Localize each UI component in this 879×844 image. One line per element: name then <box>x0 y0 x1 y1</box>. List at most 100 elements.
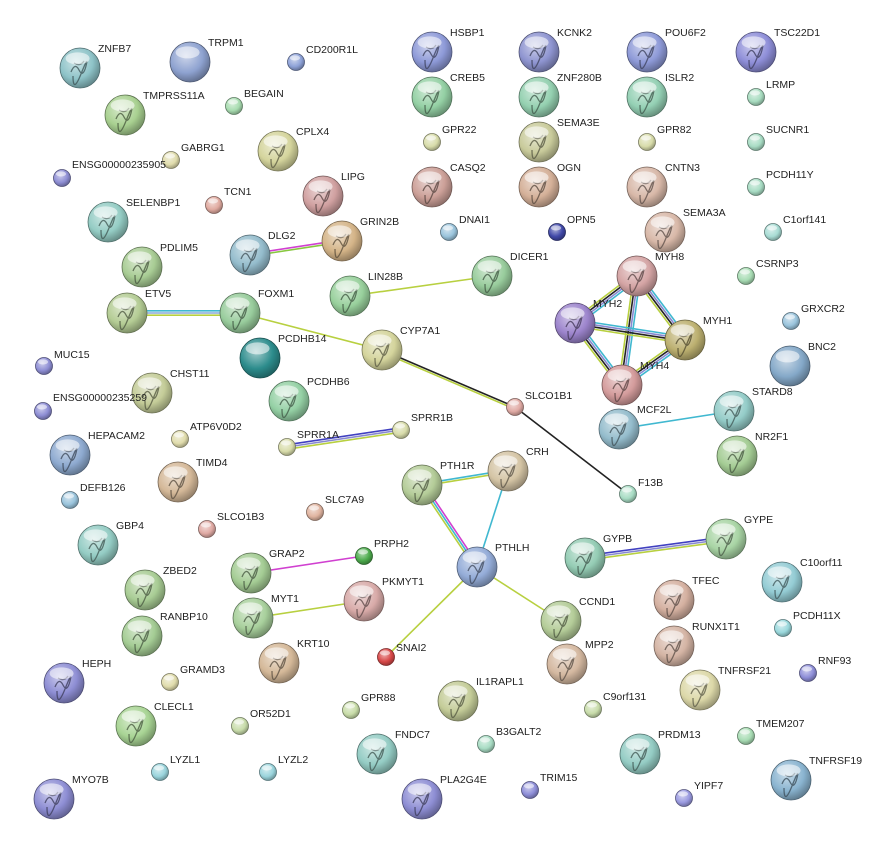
node-ccnd1[interactable]: CCND1 <box>540 596 615 642</box>
node-tmprss11a[interactable]: TMPRSS11A <box>104 90 205 136</box>
node-grin2b[interactable]: GRIN2B <box>321 216 399 262</box>
node-fndc7[interactable]: FNDC7 <box>356 729 430 775</box>
node-gbp4[interactable]: GBP4 <box>77 520 144 566</box>
node-trpm1[interactable]: TRPM1 <box>169 37 244 83</box>
node-lrmp[interactable]: LRMP <box>747 79 796 106</box>
node-znfb7[interactable]: ZNFB7 <box>59 43 131 89</box>
node-csrnp3[interactable]: CSRNP3 <box>737 258 799 285</box>
node-trim15[interactable]: TRIM15 <box>521 772 578 799</box>
node-c10orf11[interactable]: C10orf11 <box>761 557 843 603</box>
node-gype[interactable]: GYPE <box>705 514 773 560</box>
node-pcdhb6[interactable]: PCDHB6 <box>268 376 350 422</box>
node-ogn[interactable]: OGN <box>518 162 581 208</box>
node-myh1[interactable]: MYH1 <box>664 315 732 361</box>
node-grap2[interactable]: GRAP2 <box>230 548 305 594</box>
node-dlg2[interactable]: DLG2 <box>229 230 296 276</box>
node-gabrg1[interactable]: GABRG1 <box>162 142 225 169</box>
node-tfec[interactable]: TFEC <box>653 575 720 621</box>
node-pthlh[interactable]: PTHLH <box>456 542 529 588</box>
node-myh2[interactable]: MYH2 <box>554 298 622 344</box>
node-slco1b1[interactable]: SLCO1B1 <box>506 390 573 416</box>
node-heph[interactable]: HEPH <box>43 658 111 704</box>
node-atp6v0d2[interactable]: ATP6V0D2 <box>171 421 242 448</box>
node-or52d1[interactable]: OR52D1 <box>231 708 292 735</box>
node-prdm13[interactable]: PRDM13 <box>619 729 701 775</box>
node-opn5[interactable]: OPN5 <box>548 214 596 241</box>
node-myh4[interactable]: MYH4 <box>601 360 669 406</box>
node-pcdh11x[interactable]: PCDH11X <box>774 610 841 637</box>
node-chst11[interactable]: CHST11 <box>131 368 210 414</box>
node-c1orf141[interactable]: C1orf141 <box>764 214 827 241</box>
node-myt1[interactable]: MYT1 <box>232 593 299 639</box>
node-mcf2l[interactable]: MCF2L <box>598 404 672 450</box>
node-lyzl1[interactable]: LYZL1 <box>151 754 201 781</box>
node-slc7a9[interactable]: SLC7A9 <box>306 494 365 521</box>
node-prph2[interactable]: PRPH2 <box>355 538 410 565</box>
node-begain[interactable]: BEGAIN <box>225 88 284 115</box>
node-gypb[interactable]: GYPB <box>564 533 632 579</box>
node-pcdh11y[interactable]: PCDH11Y <box>747 169 814 196</box>
node-snai2[interactable]: SNAI2 <box>377 642 427 666</box>
node-muc15[interactable]: MUC15 <box>35 349 90 375</box>
node-sprr1a[interactable]: SPRR1A <box>278 429 340 456</box>
node-pcdhb14[interactable]: PCDHB14 <box>239 333 327 379</box>
node-kcnk2[interactable]: KCNK2 <box>518 27 592 73</box>
node-ensg00000235259[interactable]: ENSG00000235259 <box>34 392 148 420</box>
node-pla2g4e[interactable]: PLA2G4E <box>401 774 487 820</box>
node-runx1t1[interactable]: RUNX1T1 <box>653 621 740 667</box>
node-tnfrsf19[interactable]: TNFRSF19 <box>770 755 862 801</box>
node-c9orf131[interactable]: C9orf131 <box>584 691 647 718</box>
node-cyp7a1[interactable]: CYP7A1 <box>361 325 440 371</box>
node-dicer1[interactable]: DICER1 <box>471 251 549 297</box>
node-sema3a[interactable]: SEMA3A <box>644 207 726 253</box>
node-gramd3[interactable]: GRAMD3 <box>161 664 226 691</box>
node-sucnr1[interactable]: SUCNR1 <box>747 124 810 151</box>
node-defb126[interactable]: DEFB126 <box>61 482 126 509</box>
node-bnc2[interactable]: BNC2 <box>769 341 836 387</box>
node-foxm1[interactable]: FOXM1 <box>219 288 294 334</box>
node-pth1r[interactable]: PTH1R <box>401 460 475 506</box>
node-timd4[interactable]: TIMD4 <box>157 457 228 503</box>
node-myh8[interactable]: MYH8 <box>616 251 684 297</box>
node-hsbp1[interactable]: HSBP1 <box>411 27 485 73</box>
node-gpr22[interactable]: GPR22 <box>423 124 477 151</box>
node-nr2f1[interactable]: NR2F1 <box>716 431 788 477</box>
node-gpr88[interactable]: GPR88 <box>342 692 396 719</box>
node-il1rapl1[interactable]: IL1RAPL1 <box>437 676 524 722</box>
node-rnf93[interactable]: RNF93 <box>799 655 852 682</box>
node-tsc22d1[interactable]: TSC22D1 <box>735 27 820 73</box>
node-hepacam2[interactable]: HEPACAM2 <box>49 430 145 476</box>
node-dnai1[interactable]: DNAI1 <box>440 214 491 241</box>
node-tmem207[interactable]: TMEM207 <box>737 718 805 745</box>
node-etv5[interactable]: ETV5 <box>106 288 171 334</box>
node-tcn1[interactable]: TCN1 <box>205 186 252 214</box>
node-mpp2[interactable]: MPP2 <box>546 639 614 685</box>
node-ensg00000235905[interactable]: ENSG00000235905 <box>53 159 167 187</box>
node-sema3e[interactable]: SEMA3E <box>518 117 600 163</box>
node-lipg[interactable]: LIPG <box>302 171 365 217</box>
node-krt10[interactable]: KRT10 <box>258 638 330 684</box>
node-slco1b3[interactable]: SLCO1B3 <box>198 511 265 538</box>
node-clecl1[interactable]: CLECL1 <box>115 701 194 747</box>
node-stard8[interactable]: STARD8 <box>713 386 793 432</box>
node-selenbp1[interactable]: SELENBP1 <box>87 197 180 243</box>
node-pkmyt1[interactable]: PKMYT1 <box>343 576 424 622</box>
node-ranbp10[interactable]: RANBP10 <box>121 611 208 657</box>
node-lin28b[interactable]: LIN28B <box>329 271 403 317</box>
node-f13b[interactable]: F13B <box>619 477 664 503</box>
node-lyzl2[interactable]: LYZL2 <box>259 754 309 781</box>
node-gpr82[interactable]: GPR82 <box>638 124 692 151</box>
node-tnfrsf21[interactable]: TNFRSF21 <box>679 665 771 711</box>
node-creb5[interactable]: CREB5 <box>411 72 485 118</box>
node-yipf7[interactable]: YIPF7 <box>675 780 724 807</box>
node-crh[interactable]: CRH <box>487 446 549 492</box>
node-pou6f2[interactable]: POU6F2 <box>626 27 706 73</box>
node-cplx4[interactable]: CPLX4 <box>257 126 329 172</box>
node-znf280b[interactable]: ZNF280B <box>518 72 602 118</box>
node-b3galt2[interactable]: B3GALT2 <box>477 726 542 753</box>
node-zbed2[interactable]: ZBED2 <box>124 565 197 611</box>
node-pdlim5[interactable]: PDLIM5 <box>121 242 198 288</box>
node-grxcr2[interactable]: GRXCR2 <box>782 303 845 330</box>
node-casq2[interactable]: CASQ2 <box>411 162 486 208</box>
node-cd200r1l[interactable]: CD200R1L <box>287 44 359 71</box>
